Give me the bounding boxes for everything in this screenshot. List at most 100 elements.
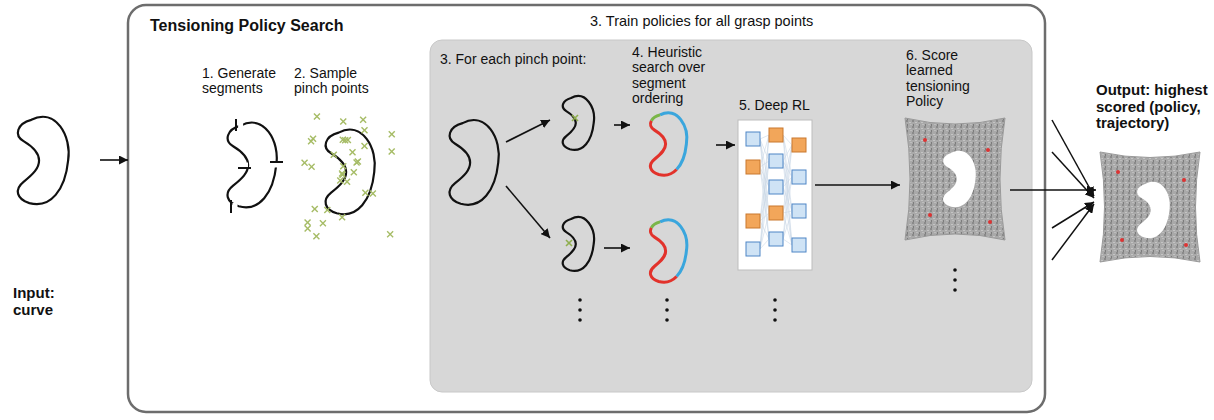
continuation-dots: [578, 298, 582, 302]
pinch-points: [320, 220, 326, 226]
pinch-points: [310, 136, 316, 142]
pinch-points: [351, 169, 357, 175]
step-node: 6. Score learned tensioning Policy: [900, 46, 1010, 242]
pinch-point-curves: [566, 240, 572, 246]
pinch-points: [309, 164, 315, 170]
pinch-points: [351, 169, 357, 175]
deep-rl-network: [783, 135, 792, 245]
deep-rl-network: [760, 161, 769, 249]
pinch-points: [389, 149, 395, 155]
pinch-points: [342, 137, 348, 143]
deep-rl-network: [746, 214, 760, 228]
heading-text: Tensioning Policy Search: [150, 17, 410, 35]
pinch-points: [361, 143, 367, 149]
segmented-curve: [230, 200, 232, 213]
pinch-point-curves: [563, 217, 594, 271]
deep-rl-network: [738, 120, 812, 270]
pinch-points: [337, 177, 343, 183]
continuation-dots: [665, 298, 669, 302]
segmented-curve: [273, 163, 280, 168]
flow-arrow: [1010, 189, 1096, 191]
step-node: 5. Deep RL: [735, 95, 815, 273]
pinch-point-curves: [506, 120, 550, 142]
heading-text: Input: curve: [13, 285, 93, 318]
segmented-curve: [241, 163, 248, 168]
pinch-points: [314, 113, 320, 119]
segmented-curve: [231, 119, 283, 213]
step-node: 3. For each pinch point:: [438, 48, 614, 280]
continuation-dots: [773, 298, 777, 302]
pinch-points: [312, 206, 318, 212]
pinch-point-curves: [604, 247, 630, 249]
pinch-points: [320, 220, 326, 226]
deep-rl-network: [783, 211, 792, 213]
continuation-dots: [665, 308, 669, 312]
pinch-points: [362, 127, 368, 133]
pinch-points: [387, 231, 393, 237]
pinch-points: [339, 214, 345, 220]
pinch-points: [302, 113, 395, 239]
pinch-points: [389, 131, 395, 137]
pinch-points: [305, 226, 311, 232]
pinch-points: [355, 158, 361, 164]
output-image: [1120, 238, 1124, 242]
pinch-points: [355, 158, 361, 164]
continuation-dots: [953, 288, 957, 292]
converging-arrows: [1052, 152, 1094, 198]
training-panel: 3. For each pinch point:4. Heuristic sea…: [430, 12, 1032, 392]
deep-rl-network: [769, 206, 783, 220]
pinch-points: [302, 160, 308, 166]
segment-order-curves: [650, 113, 686, 175]
pinch-points: [350, 149, 356, 155]
pinch-points: [314, 113, 320, 119]
pinch-points: [362, 190, 368, 196]
deep-rl-network: [769, 180, 783, 194]
pinch-points: [344, 179, 350, 185]
pinch-points: [339, 214, 345, 220]
continuation-dots: [665, 318, 669, 322]
continuation-dots: [773, 308, 777, 312]
policy-score-image: [988, 220, 992, 224]
segmented-curve: [228, 123, 277, 208]
policy-score-image: [905, 118, 1005, 240]
policy-score-image: [943, 151, 976, 207]
pinch-points: [344, 179, 350, 185]
pinch-point-curves: [572, 115, 578, 121]
step-label: 3. For each pinch point:: [440, 52, 610, 67]
input-node: Input: curve: [5, 95, 100, 322]
output-image: [1116, 170, 1120, 174]
deep-rl-network: [760, 135, 769, 221]
deep-rl-network: [760, 213, 769, 249]
deep-rl-network: [792, 170, 806, 184]
pinch-points: [340, 163, 346, 169]
segmented-curve: [238, 122, 243, 129]
pinch-points: [324, 207, 330, 213]
segment-order-curves: [650, 113, 686, 282]
segmented-curve: [270, 161, 283, 163]
pinch-points: [389, 149, 395, 155]
deep-rl-network: [783, 145, 792, 239]
input-curve: [18, 117, 69, 204]
deep-rl-network: [760, 187, 769, 249]
output-image: [1184, 243, 1188, 247]
pinch-points: [389, 131, 395, 137]
pinch-points: [339, 170, 345, 176]
policy-search-frame: 1. Generate segments2. Sample pinch poin…: [128, 5, 1045, 412]
step-label: 1. Generate segments: [202, 66, 286, 97]
deep-rl-network: [783, 239, 792, 245]
pinch-points: [362, 190, 368, 196]
pinch-points: [312, 206, 318, 212]
deep-rl-network: [746, 128, 806, 256]
heading-text: Output: highest scored (policy, trajecto…: [1096, 82, 1210, 132]
pinch-points: [305, 219, 311, 225]
pinch-points: [361, 143, 367, 149]
step-label: 5. Deep RL: [739, 98, 815, 113]
pinch-points: [370, 191, 376, 197]
pinch-points: [305, 219, 311, 225]
deep-rl-network: [760, 161, 769, 167]
deep-rl-network: [769, 232, 783, 246]
output-image: [1116, 170, 1188, 247]
